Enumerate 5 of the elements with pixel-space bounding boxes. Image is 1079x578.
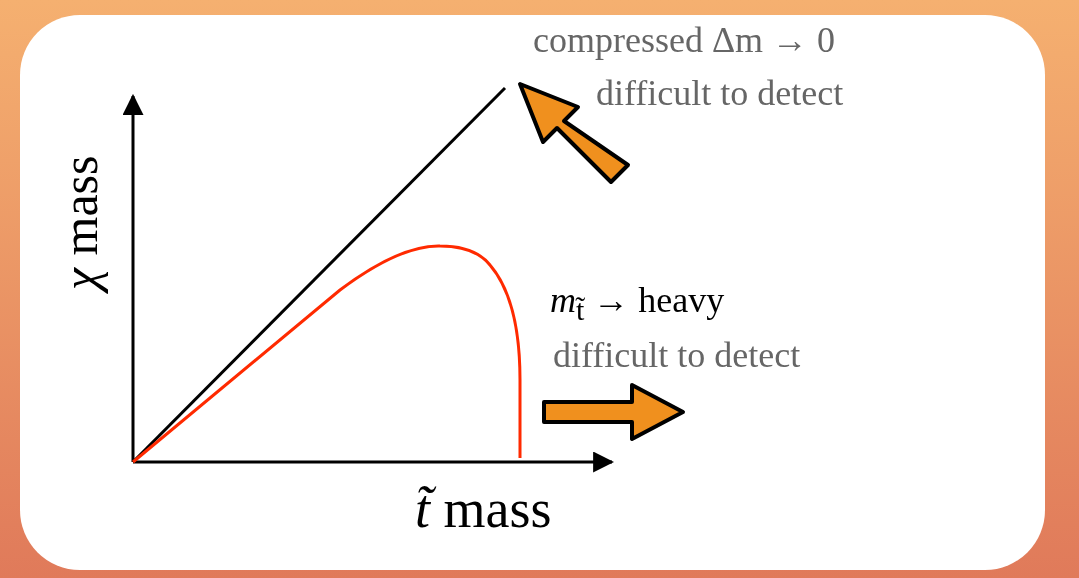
annotation-text: compressed Δm → 0	[533, 22, 836, 58]
axis-label: t̃ mass	[415, 482, 552, 536]
annotation-text: difficult to detect	[553, 337, 801, 373]
annotation-text: difficult to detect	[596, 75, 844, 111]
annotation-text: m$_{t̃}$ → heavy	[550, 282, 725, 326]
